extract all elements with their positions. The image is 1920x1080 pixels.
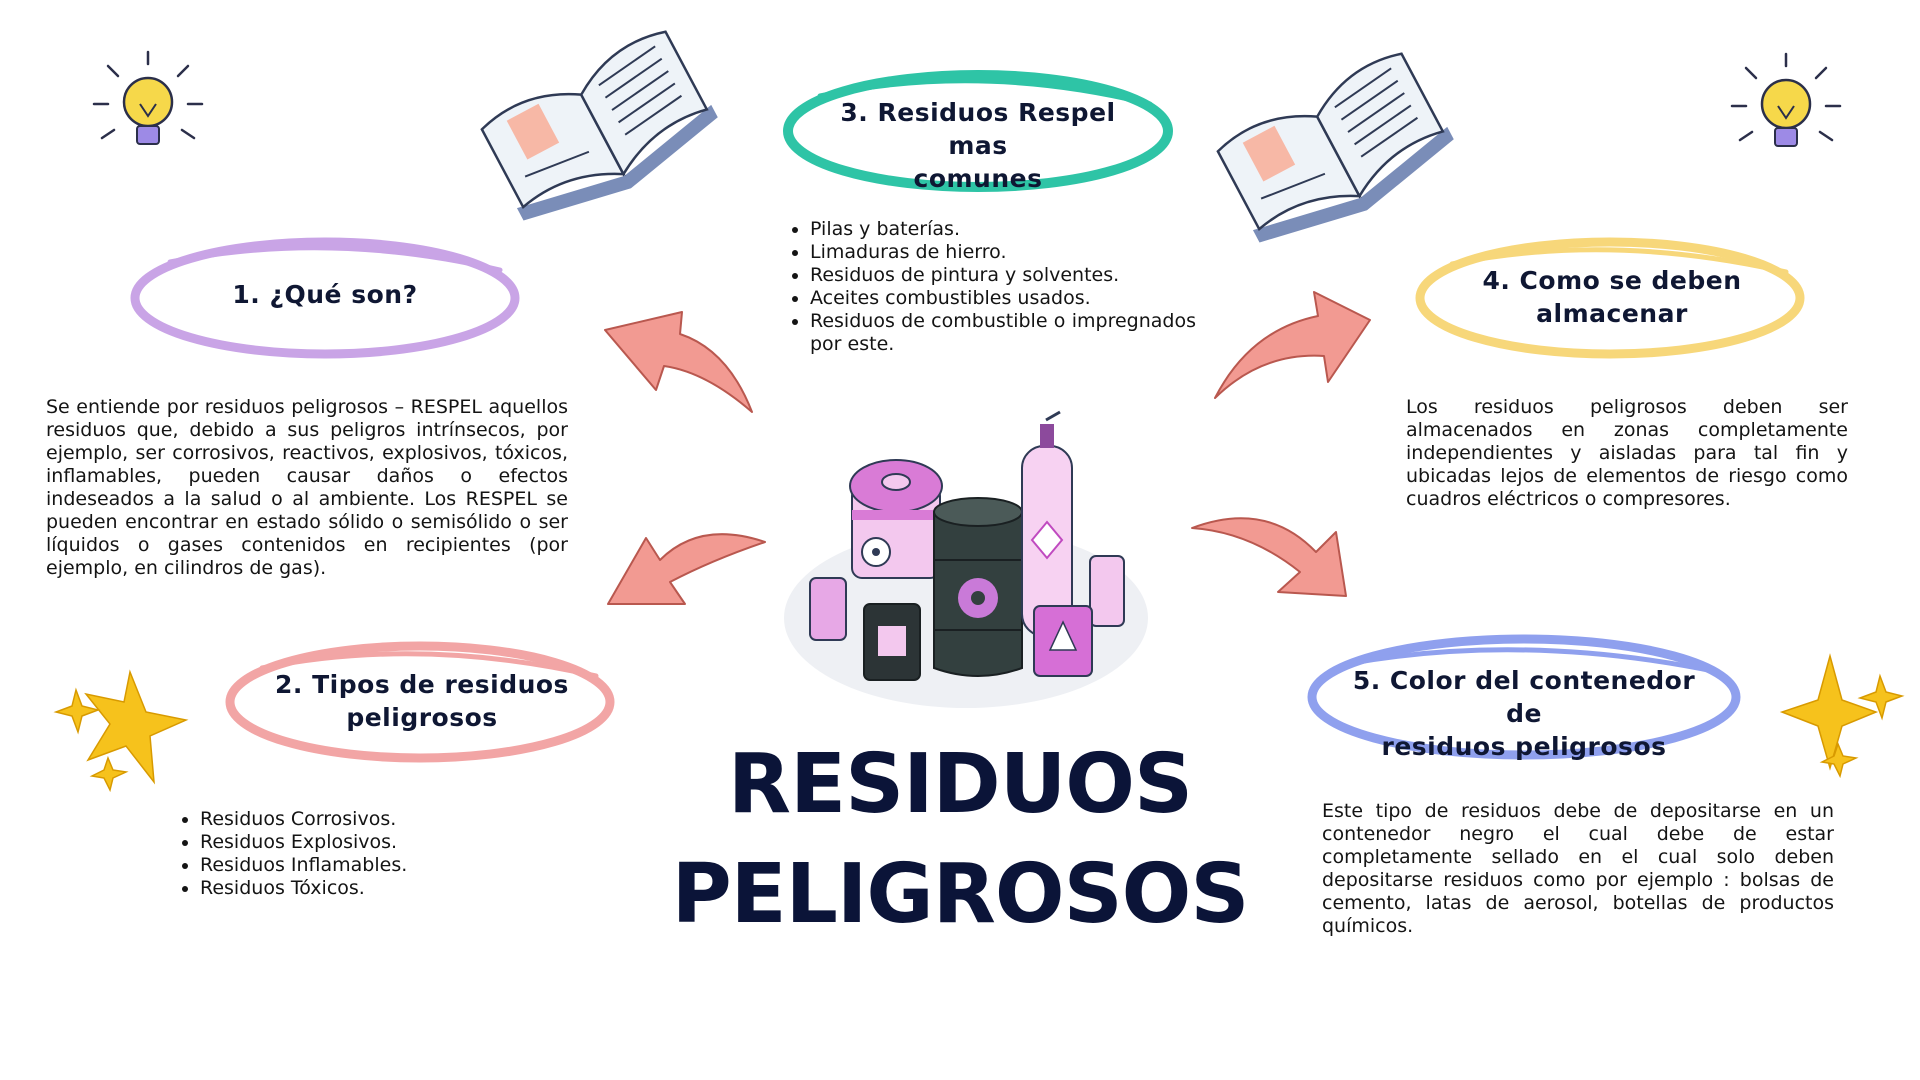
list-item: Residuos Explosivos. xyxy=(178,831,538,854)
section-2-heading: 2. Tipos de residuos peligrosos xyxy=(262,668,582,734)
skull-bottle-icon xyxy=(809,577,847,641)
main-title-line2: PELIGROSOS xyxy=(671,847,1250,942)
section-3-list: Pilas y baterías. Limaduras de hierro. R… xyxy=(788,218,1196,356)
section-2-heading-line2: peligrosos xyxy=(346,703,498,732)
section-1-text: Se entiende por residuos peligrosos – RE… xyxy=(46,396,568,579)
section-2-heading-line1: 2. Tipos de residuos xyxy=(275,670,569,699)
sparkle-stars-icon xyxy=(53,669,189,793)
section-1-heading: 1. ¿Qué son? xyxy=(170,278,480,311)
curved-arrow-icon xyxy=(1191,517,1347,597)
ring-section-4 xyxy=(1415,237,1805,359)
list-item: Pilas y baterías. xyxy=(788,218,1196,241)
section-4-heading-line2: almacenar xyxy=(1536,299,1688,328)
section-5-heading-line1: 5. Color del contenedor de xyxy=(1352,666,1696,728)
section-4-heading-line1: 4. Como se deben xyxy=(1482,266,1742,295)
list-item: Residuos Tóxicos. xyxy=(178,877,538,900)
lightbulb-icon xyxy=(1730,52,1842,147)
list-item: Limaduras de hierro. xyxy=(788,241,1196,264)
section-4-heading: 4. Como se deben almacenar xyxy=(1452,264,1772,330)
list-item: Residuos Corrosivos. xyxy=(178,808,538,831)
section-4-text: Los residuos peligrosos deben ser almace… xyxy=(1406,396,1848,510)
section-3-heading-line2: comunes xyxy=(913,164,1043,193)
list-item: Residuos de combustible o impregnados po… xyxy=(788,310,1196,356)
sparkle-stars-icon xyxy=(1779,653,1905,779)
ring-section-1 xyxy=(130,237,520,359)
ring-section-3 xyxy=(783,70,1173,192)
curved-arrow-icon xyxy=(1214,291,1371,399)
ring-section-2 xyxy=(225,641,615,763)
gas-cylinder-icon xyxy=(1021,410,1073,637)
biohazard-barrel-icon xyxy=(933,497,1023,677)
open-book-icon xyxy=(1216,52,1454,243)
section-5-heading-line2: residuos peligrosos xyxy=(1381,732,1667,761)
radiation-keg-icon xyxy=(849,459,943,579)
section-5-heading: 5. Color del contenedor de residuos peli… xyxy=(1338,664,1710,763)
list-item: Residuos Inflamables. xyxy=(178,854,538,877)
curved-arrow-icon xyxy=(604,311,753,413)
open-book-icon xyxy=(480,30,718,221)
section-5-text: Este tipo de residuos debe de depositars… xyxy=(1322,800,1834,937)
section-3-heading: 3. Residuos Respel mas comunes xyxy=(818,96,1138,195)
list-item: Residuos de pintura y solventes. xyxy=(788,264,1196,287)
section-1-heading-text: 1. ¿Qué son? xyxy=(232,280,418,309)
lightbulb-icon xyxy=(92,50,204,145)
list-item: Aceites combustibles usados. xyxy=(788,287,1196,310)
hazardous-containers-illustration xyxy=(784,410,1148,708)
section-3-heading-line1: 3. Residuos Respel mas xyxy=(840,98,1116,160)
skull-bottle-icon xyxy=(1089,555,1125,627)
main-title-line1: RESIDUOS xyxy=(727,737,1193,832)
ring-section-5 xyxy=(1307,634,1741,760)
curved-arrow-icon xyxy=(607,533,766,605)
section-2-list: Residuos Corrosivos. Residuos Explosivos… xyxy=(178,808,538,900)
